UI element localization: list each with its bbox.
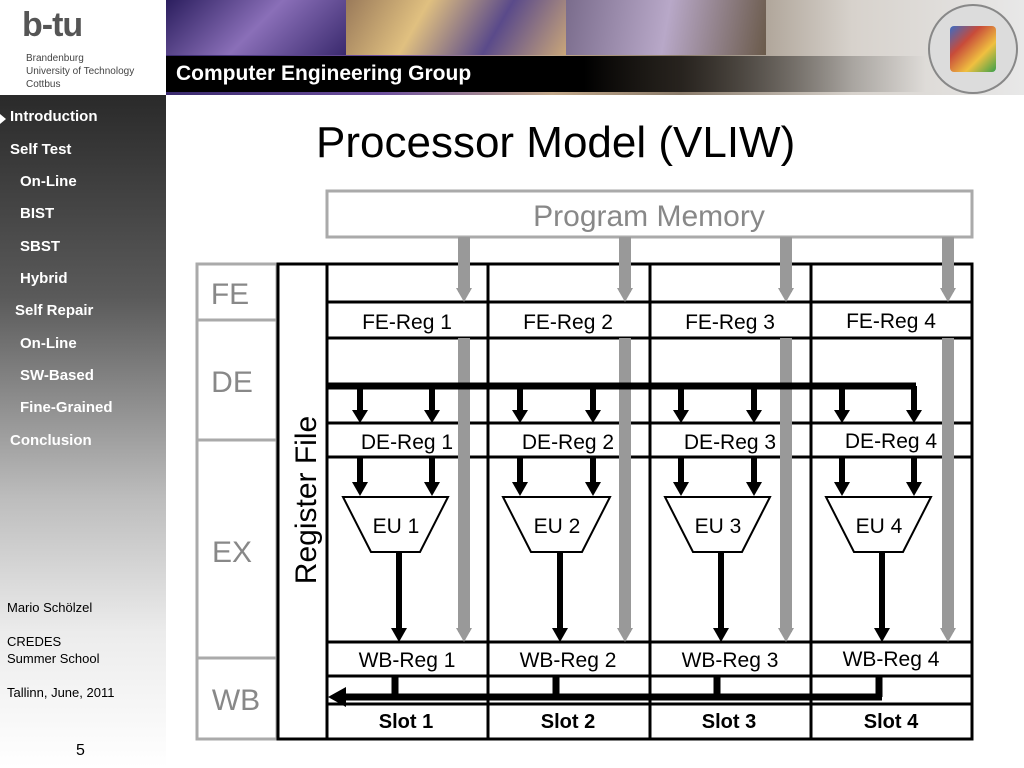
fe-reg-label: FE-Reg 2 bbox=[523, 311, 613, 334]
eu-3-shape bbox=[663, 496, 772, 553]
seal-emblem bbox=[950, 26, 996, 72]
arrowhead bbox=[617, 288, 633, 302]
nav-item-self-repair[interactable]: Self Repair bbox=[15, 302, 94, 319]
arrowhead bbox=[940, 628, 956, 642]
eu-label: EU 2 bbox=[534, 515, 581, 538]
writeback-bus bbox=[345, 676, 883, 701]
nav-item-on-line[interactable]: On-Line bbox=[20, 173, 77, 190]
arrowhead bbox=[778, 628, 794, 642]
writeback-arrowhead bbox=[328, 687, 346, 707]
slot-label: Slot 2 bbox=[541, 711, 595, 733]
de-reg-label: DE-Reg 3 bbox=[684, 431, 776, 454]
arrowhead bbox=[940, 288, 956, 302]
nav-item-hybrid[interactable]: Hybrid bbox=[20, 270, 68, 287]
operand-arrowheads bbox=[352, 410, 922, 642]
event-name: CREDES bbox=[7, 634, 62, 649]
eu-label: EU 1 bbox=[373, 515, 420, 538]
operand-lines bbox=[357, 386, 917, 630]
stage-label-ex: EX bbox=[212, 536, 252, 569]
header-banner: Computer Engineering Group bbox=[166, 0, 1024, 95]
slot-label: Slot 1 bbox=[379, 711, 433, 733]
nav-item-fine-grained[interactable]: Fine-Grained bbox=[20, 399, 113, 416]
logo-line-2: University of Technology bbox=[26, 66, 135, 77]
arrowhead bbox=[617, 628, 633, 642]
logo-mark: b-tu bbox=[22, 6, 83, 44]
nav-item-bist[interactable]: BIST bbox=[20, 205, 55, 222]
chip-image bbox=[346, 0, 566, 55]
arrowhead bbox=[456, 288, 472, 302]
wb-reg-label: WB-Reg 1 bbox=[359, 649, 456, 672]
stage-column bbox=[195, 262, 279, 741]
place-date: Tallinn, June, 2011 bbox=[7, 685, 115, 700]
stage-label-fe: FE bbox=[211, 278, 249, 311]
page-number: 5 bbox=[76, 742, 85, 759]
de-reg-label: DE-Reg 1 bbox=[361, 431, 453, 454]
header-bar bbox=[166, 56, 926, 92]
logo-line-1: Brandenburg bbox=[26, 53, 84, 64]
nav-item-conclusion[interactable]: Conclusion bbox=[10, 432, 92, 449]
stage-label-de: DE bbox=[211, 366, 253, 399]
wb-reg-label: WB-Reg 2 bbox=[520, 649, 617, 672]
nav-item-self-test[interactable]: Self Test bbox=[10, 141, 72, 158]
eu-1-shape bbox=[341, 496, 450, 553]
logo-text: Brandenburg University of Technology Cot… bbox=[26, 52, 134, 91]
register-file-label: Register File bbox=[290, 416, 323, 584]
fe-reg-label: FE-Reg 1 bbox=[362, 311, 452, 334]
execution-units bbox=[341, 496, 933, 553]
gray-arrowheads bbox=[456, 288, 956, 642]
chip-image bbox=[166, 0, 346, 55]
group-title: Computer Engineering Group bbox=[176, 62, 472, 85]
wb-reg-label: WB-Reg 3 bbox=[682, 649, 779, 672]
nav-item-sbst[interactable]: SBST bbox=[20, 238, 61, 255]
stage-label-wb: WB bbox=[212, 684, 260, 717]
fe-reg-label: FE-Reg 4 bbox=[846, 310, 936, 333]
event-subtitle: Summer School bbox=[7, 651, 100, 666]
sidebar bbox=[0, 95, 166, 768]
arrowhead bbox=[456, 628, 472, 642]
eu-label: EU 3 bbox=[695, 515, 742, 538]
program-memory-box bbox=[325, 189, 974, 239]
arrowhead bbox=[778, 288, 794, 302]
university-logo: b-tu Brandenburg University of Technolog… bbox=[0, 0, 166, 95]
nav-item-on-line-repair[interactable]: On-Line bbox=[20, 335, 77, 352]
active-arrow-icon bbox=[0, 114, 6, 124]
logo-line-3: Cottbus bbox=[26, 79, 61, 90]
eu-2-shape bbox=[501, 496, 612, 553]
fe-reg-label: FE-Reg 3 bbox=[685, 311, 775, 334]
slot-label: Slot 4 bbox=[864, 711, 919, 733]
program-memory-label: Program Memory bbox=[533, 200, 765, 233]
slot-label: Slot 3 bbox=[702, 711, 756, 733]
slide-title: Processor Model (VLIW) bbox=[316, 118, 796, 167]
de-reg-label: DE-Reg 4 bbox=[845, 430, 938, 453]
nav-item-introduction[interactable]: Introduction bbox=[10, 108, 98, 125]
author: Mario Schölzel bbox=[7, 600, 93, 615]
register-file-box bbox=[276, 262, 329, 741]
eu-label: EU 4 bbox=[856, 515, 903, 538]
eu-4-shape bbox=[824, 496, 933, 553]
nav-item-sw-based[interactable]: SW-Based bbox=[20, 367, 94, 384]
chip-image bbox=[566, 0, 766, 55]
department-seal bbox=[928, 4, 1018, 94]
wb-reg-label: WB-Reg 4 bbox=[843, 648, 940, 671]
de-reg-label: DE-Reg 2 bbox=[522, 431, 614, 454]
